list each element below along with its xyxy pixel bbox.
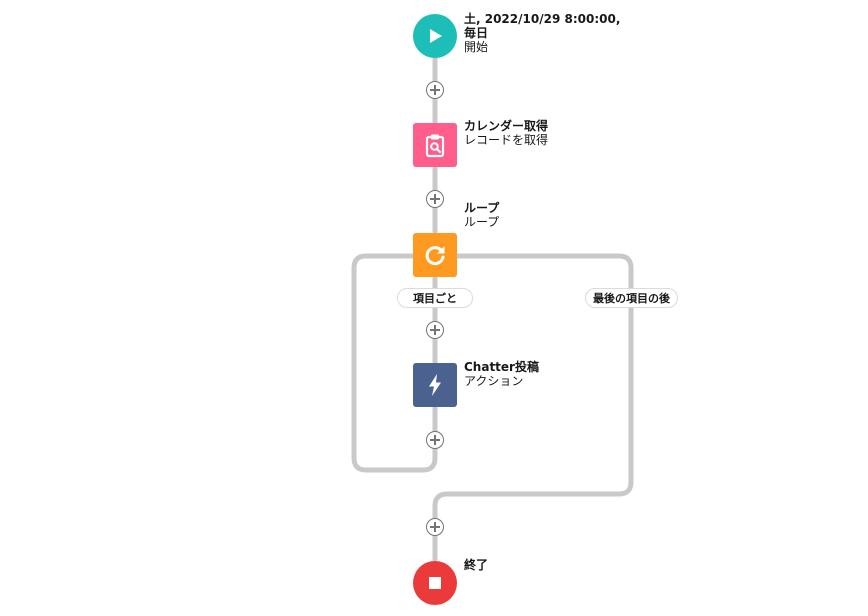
loop-node-title: ループ bbox=[464, 201, 500, 215]
loop-node[interactable] bbox=[413, 233, 457, 277]
action-node-label: Chatter投稿 アクション bbox=[464, 360, 624, 388]
get-records-node-label: カレンダー取得 レコードを取得 bbox=[464, 119, 644, 147]
add-element-button[interactable] bbox=[426, 190, 444, 208]
refresh-icon bbox=[425, 246, 445, 266]
connector-loop-back bbox=[351, 253, 438, 473]
add-element-button[interactable] bbox=[426, 431, 444, 449]
get-records-node-type: レコードを取得 bbox=[464, 133, 549, 147]
start-node[interactable] bbox=[413, 14, 457, 58]
get-records-node[interactable] bbox=[413, 123, 457, 167]
loop-node-label: ループ ループ bbox=[464, 201, 584, 229]
end-node-title: 終了 bbox=[464, 558, 489, 572]
add-element-button[interactable] bbox=[426, 81, 444, 99]
clipboard-search-icon bbox=[425, 134, 445, 158]
start-node-label: 土, 2022/10/29 8:00:00, 毎日 開始 bbox=[464, 12, 634, 54]
start-node-title: 土, 2022/10/29 8:00:00, 毎日 bbox=[464, 12, 621, 40]
add-element-button[interactable] bbox=[426, 321, 444, 339]
branch-label-for-each: 項目ごと bbox=[397, 288, 473, 308]
get-records-node-title: カレンダー取得 bbox=[464, 119, 549, 133]
branch-label-after-last: 最後の項目の後 bbox=[585, 288, 678, 308]
action-node-title: Chatter投稿 bbox=[464, 360, 539, 374]
action-node[interactable] bbox=[413, 363, 457, 407]
lightning-icon bbox=[429, 374, 441, 396]
connector-after-last bbox=[432, 253, 634, 563]
end-node[interactable] bbox=[413, 561, 457, 605]
action-node-type: アクション bbox=[464, 374, 524, 388]
loop-node-type: ループ bbox=[464, 215, 500, 229]
end-node-label: 終了 bbox=[464, 558, 544, 572]
add-element-button[interactable] bbox=[426, 518, 444, 536]
play-icon bbox=[430, 29, 442, 43]
stop-icon bbox=[429, 577, 441, 589]
start-node-type: 開始 bbox=[464, 40, 489, 54]
